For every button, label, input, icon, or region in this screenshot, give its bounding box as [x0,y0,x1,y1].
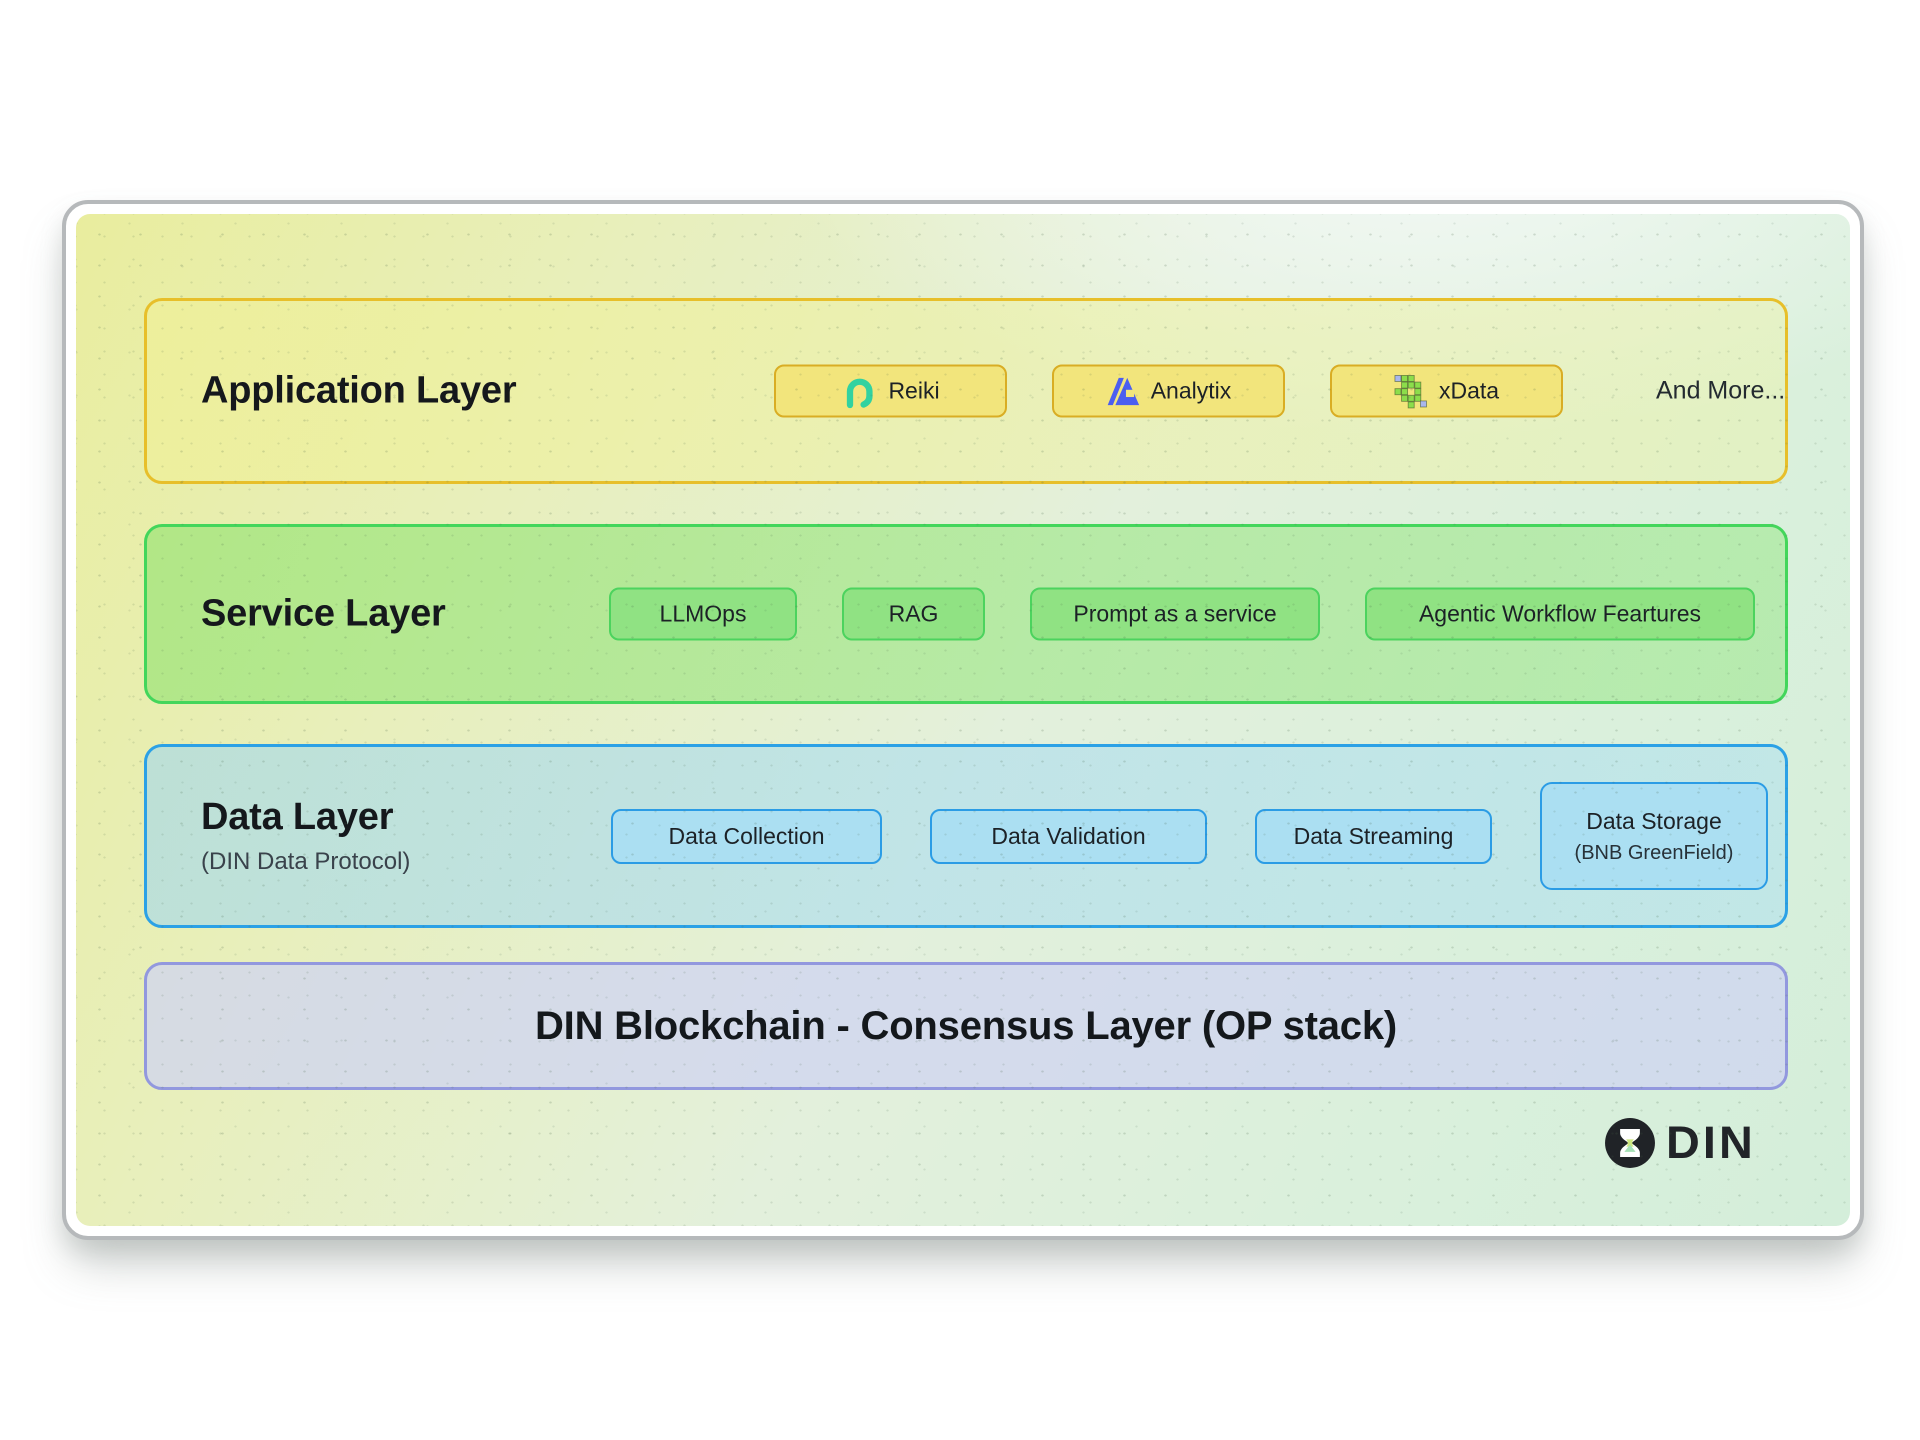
din-logo-icon [1604,1117,1656,1169]
chip-data-validation: Data Validation [930,809,1207,864]
chip-llmops: LLMOps [609,588,797,641]
data-layer-subtitle: (DIN Data Protocol) [201,848,410,876]
chip-data-collection: Data Collection [611,809,882,864]
chip-label: Reiki [888,378,939,405]
service-chips-row: LLMOps RAG Prompt as a service Agentic W… [609,588,1755,641]
data-layer-title-block: Data Layer (DIN Data Protocol) [201,796,410,876]
chip-xdata: xData [1330,365,1563,418]
chip-rag: RAG [842,588,985,641]
chip-sublabel: (BNB GreenField) [1575,842,1734,865]
chip-label: LLMOps [660,601,747,628]
diagram-canvas: Application Layer Reiki Analytix [76,214,1850,1226]
chip-label: Data Collection [669,823,825,850]
chip-label: Agentic Workflow Feartures [1419,601,1701,628]
diagram-card: Application Layer Reiki Analytix [62,200,1864,1240]
din-logo: DIN [1604,1116,1753,1170]
data-chips-row: Data Collection Data Validation Data Str… [611,782,1768,890]
chip-label: Data Streaming [1294,823,1454,850]
chip-prompt-as-a-service: Prompt as a service [1030,588,1320,641]
chip-agentic-workflow: Agentic Workflow Feartures [1365,588,1755,641]
chip-reiki: Reiki [774,365,1007,418]
chip-analytix: Analytix [1052,365,1285,418]
analytix-icon [1106,375,1140,407]
data-layer-box: Data Layer (DIN Data Protocol) Data Coll… [144,744,1788,928]
data-layer-title: Data Layer [201,796,410,839]
din-logo-text: DIN [1666,1117,1756,1169]
chip-data-streaming: Data Streaming [1255,809,1492,864]
application-layer-box: Application Layer Reiki Analytix [144,298,1788,484]
chip-label: Prompt as a service [1073,601,1276,628]
reiki-icon [841,373,877,409]
xdata-icon [1394,374,1428,408]
service-layer-box: Service Layer LLMOps RAG Prompt as a ser… [144,524,1788,704]
application-chips-row: Reiki Analytix [774,365,1785,418]
consensus-layer-box: DIN Blockchain - Consensus Layer (OP sta… [144,962,1788,1090]
consensus-layer-title: DIN Blockchain - Consensus Layer (OP sta… [535,1004,1397,1049]
and-more-text: And More... [1656,377,1785,406]
chip-label: RAG [889,601,939,628]
chip-label: Analytix [1151,378,1232,405]
chip-label: Data Validation [991,823,1145,850]
chip-label: xData [1439,378,1499,405]
application-layer-title: Application Layer [201,370,516,413]
chip-data-storage: Data Storage (BNB GreenField) [1540,782,1768,890]
chip-label: Data Storage [1586,808,1722,835]
service-layer-title: Service Layer [201,593,446,636]
